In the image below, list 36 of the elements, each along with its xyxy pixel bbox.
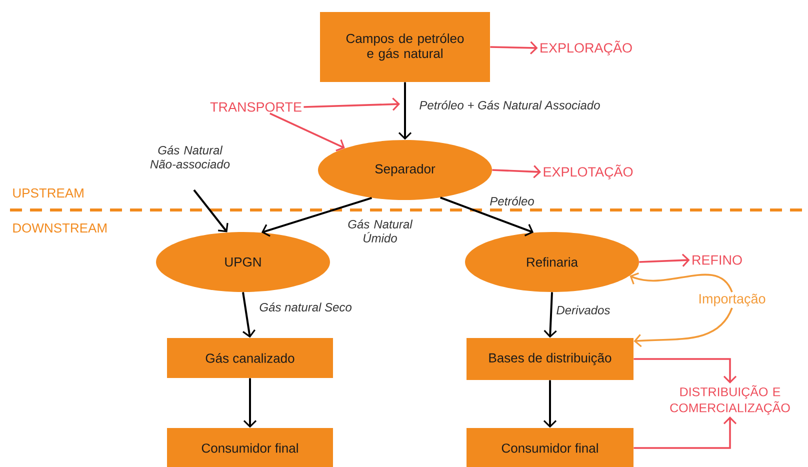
edge-label: Gás Natural Não-associado — [150, 146, 230, 168]
arrow — [634, 308, 733, 348]
stage-label: DISTRIBUIÇÃO E COMERCIALIZAÇÃO — [670, 385, 790, 415]
arrow — [261, 196, 372, 237]
stage-label: Importação — [699, 294, 766, 306]
process-box: Gás canalizado — [167, 338, 333, 378]
arrow — [490, 41, 538, 54]
edge-label: Petróleo — [490, 196, 534, 206]
edge-label: Derivados — [556, 306, 610, 314]
stage-label: EXPLORAÇÃO — [540, 40, 632, 56]
stage-label: REFINO — [692, 255, 742, 265]
edge-label: Gás Natural Úmido — [348, 220, 413, 242]
arrow — [492, 165, 542, 178]
stage-label: EXPLOTAÇÃO — [544, 164, 633, 180]
arrow — [440, 196, 534, 236]
arrow — [544, 292, 557, 338]
section-label: UPSTREAM — [13, 188, 84, 198]
process-box: Campos de petróleo e gás natural — [320, 12, 490, 82]
edge-label: Petróleo + Gás Natural Associado — [420, 100, 600, 110]
stage-label: TRANSPORTE — [210, 102, 302, 112]
arrow — [630, 272, 733, 292]
process-box: Consumidor final — [466, 428, 634, 467]
process-box: Bases de distribuição — [466, 338, 634, 380]
arrow — [543, 380, 557, 428]
edge-label: Gás natural Seco — [260, 302, 352, 312]
arrow — [304, 98, 400, 111]
arrow — [270, 112, 345, 152]
arrow — [634, 358, 737, 384]
arrow — [639, 254, 690, 267]
arrow — [634, 416, 737, 449]
arrow — [243, 378, 257, 428]
arrow — [398, 82, 412, 140]
arrow — [193, 189, 228, 232]
arrow — [242, 292, 256, 338]
process-box: Consumidor final — [167, 428, 333, 467]
section-label: DOWNSTREAM — [13, 223, 106, 233]
